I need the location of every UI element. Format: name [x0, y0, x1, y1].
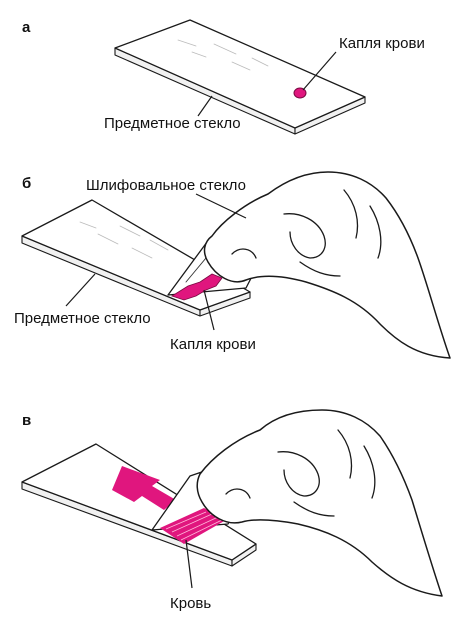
slide-glass-a [114, 19, 366, 135]
panel-b: б Шлифовальное стекло Предметное стекло … [14, 171, 451, 359]
panel-a-letter: а [22, 19, 31, 36]
panel-c: в Кровь [21, 409, 443, 612]
drop-leader-a [302, 51, 337, 91]
drop-leader-b [203, 289, 215, 331]
panel-b-letter: б [22, 175, 31, 192]
blood-drop-b [171, 273, 223, 301]
panel-c-letter: в [22, 412, 31, 429]
slide-leader-a [197, 95, 213, 117]
drop-label-a: Капля крови [339, 35, 425, 52]
blood-label-c: Кровь [170, 595, 211, 612]
drop-label-b: Капля крови [170, 336, 256, 353]
spreader-label-b: Шлифовальное стекло [86, 177, 246, 194]
slide-label-a: Предметное стекло [104, 115, 241, 132]
hand-c [196, 409, 443, 597]
slide-label-b: Предметное стекло [14, 310, 151, 327]
spreader-leader-b [195, 193, 247, 219]
panel-a: а Капля крови Предметное стекло [22, 19, 425, 135]
hand-b [203, 171, 451, 359]
blood-smear-c [160, 508, 226, 544]
blood-arrow-c [112, 466, 176, 510]
blood-drop-a [293, 87, 307, 99]
blood-leader-c [185, 539, 193, 589]
slide-leader-b [65, 273, 96, 307]
